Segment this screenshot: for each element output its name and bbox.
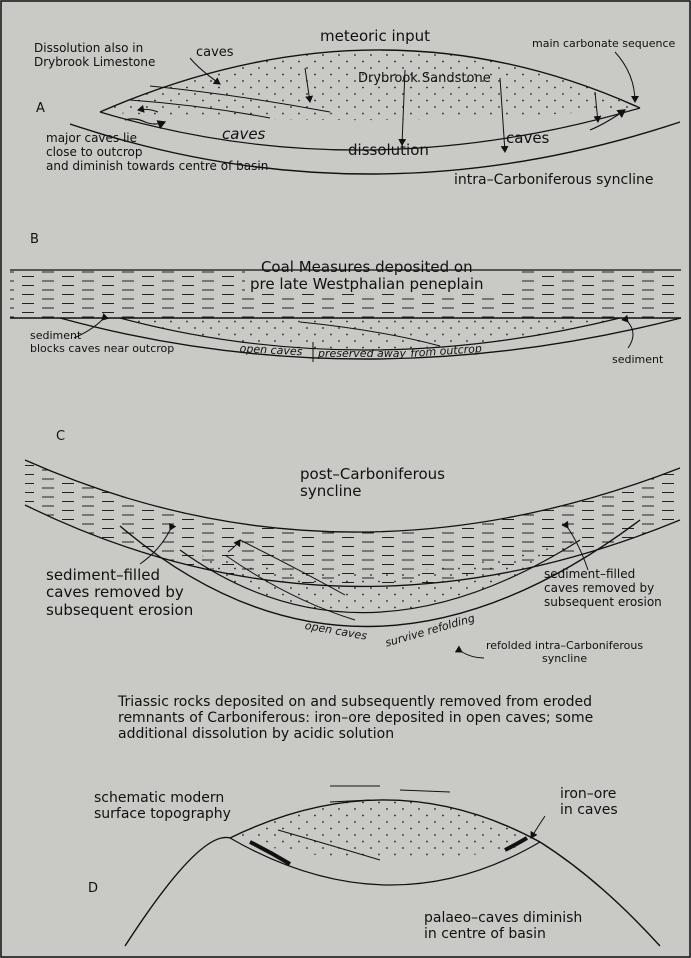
caves-top-label: caves [196,46,234,61]
leader-refolded [462,652,484,658]
coal-measures-label: Coal Measures deposited on pre late West… [250,259,484,294]
intra-syncline-label: intra–Carboniferous syncline [454,172,654,188]
sed-filled-left-label: sediment–filled caves removed by subsequ… [46,567,193,619]
panel-c-letter: C [56,430,65,445]
panel-b-letter: B [30,233,39,248]
leader-main-carbonate [615,52,635,102]
main-carbonate-label: main carbonate sequence [532,38,675,51]
preserved-away-label: preserved away [318,348,406,361]
panel-a-letter: A [36,102,45,117]
schematic-topography-label: schematic modern surface topography [94,790,231,822]
leader-iron-ore [531,816,545,838]
sed-filled-right-label: sediment–filled caves removed by subsequ… [544,568,662,609]
cave-flow-arrow-1 [125,119,165,124]
triassic-caption: Triassic rocks deposited on and subseque… [118,694,593,742]
syncline-left-limb-d [125,837,230,946]
caves-left-label: caves [222,126,265,143]
iron-ore-label: iron–ore in caves [560,786,618,818]
palaeo-caves-label: palaeo–caves diminish in centre of basin [424,910,582,942]
leader-sediment-right [628,322,633,348]
refolded-syncline-label: refolded intra–Carboniferous syncline [486,640,643,665]
sandstone-core-d [230,800,540,860]
caves-right-label: caves [506,130,549,147]
post-carboniferous-label: post–Carboniferous syncline [300,466,445,501]
sediment-right-label: sediment [612,354,663,367]
dissolution-label: dissolution [348,142,429,159]
sediment-blocks-label: sediment blocks caves near outcrop [30,330,174,355]
panel-d-letter: D [88,882,98,897]
drybrook-sandstone-label: Drybrook Sandstone [358,72,491,87]
meteoric-input-label: meteoric input [320,28,430,45]
dissolution-also-label: Dissolution also in Drybrook Limestone [34,42,155,70]
